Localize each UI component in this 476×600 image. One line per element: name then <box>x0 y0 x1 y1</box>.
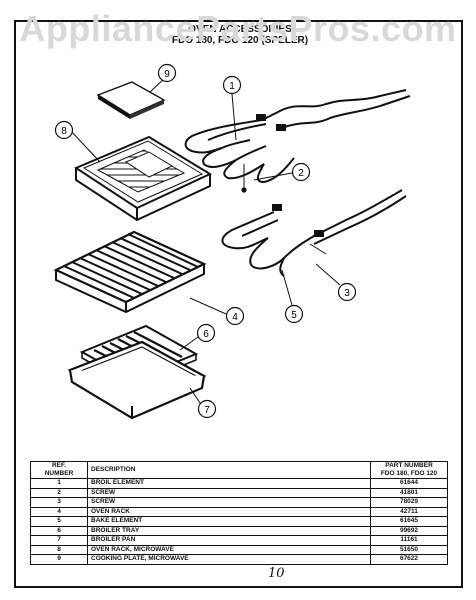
oven-rack <box>53 230 207 314</box>
title-line-1: OVEN ACCESSORIES <box>188 24 292 35</box>
svg-text:8: 8 <box>61 126 67 137</box>
page-number: 10 <box>268 566 285 581</box>
header-description: DESCRIPTION <box>87 461 371 479</box>
callout-9: 9 <box>157 63 177 83</box>
exploded-diagram: 1 2 3 4 5 6 7 8 9 <box>53 63 411 420</box>
header-part-number: PART NUMBER FDO 180, FDO 120 <box>370 461 448 479</box>
table-row: 2 SCREW 41801 <box>30 487 448 498</box>
callout-3: 3 <box>337 282 357 302</box>
table-row: 9 COOKING PLATE, MICROWAVE 67622 <box>30 554 448 565</box>
table-row: 1 BROIL ELEMENT 61644 <box>30 478 448 489</box>
cooking-plate-microwave <box>96 81 166 119</box>
table-row: 5 BAKE ELEMENT 61645 <box>30 516 448 527</box>
svg-text:7: 7 <box>204 405 210 416</box>
broil-element-bracket <box>276 124 286 131</box>
table-row: 7 BROILER PAN 11161 <box>30 535 448 546</box>
title-line-2: FDO 180, FDO 120 (SPELER) <box>171 35 309 46</box>
svg-text:5: 5 <box>291 310 297 321</box>
broil-element-bracket <box>256 114 266 121</box>
table-row: 4 OVEN RACK 42711 <box>30 506 448 517</box>
diagram-title: OVEN ACCESSORIES FDO 180, FDO 120 (SPELE… <box>130 24 350 46</box>
svg-text:4: 4 <box>232 312 238 323</box>
bake-element-bracket <box>272 204 282 211</box>
bake-element <box>221 189 407 277</box>
svg-text:3: 3 <box>344 288 350 299</box>
parts-table: REF. NUMBER DESCRIPTION PART NUMBER FDO … <box>30 461 448 565</box>
callout-6: 6 <box>196 323 216 343</box>
callout-5: 5 <box>284 304 304 324</box>
header-ref-number: REF. NUMBER <box>30 461 88 479</box>
callout-1: 1 <box>222 75 242 95</box>
callout-4: 4 <box>225 306 245 326</box>
svg-text:2: 2 <box>298 168 304 179</box>
screw <box>241 164 247 193</box>
screw <box>309 243 327 255</box>
table-row: 6 BROILER TRAY 99692 <box>30 525 448 536</box>
callout-8: 8 <box>54 120 74 140</box>
table-row: 3 SCREW 78029 <box>30 497 448 508</box>
table-row: 8 OVEN RACK, MICROWAVE 51650 <box>30 544 448 555</box>
svg-text:6: 6 <box>203 329 209 340</box>
watermark: AppliancePartsPros.com <box>19 8 457 49</box>
broiler-pan <box>67 340 207 420</box>
bake-element-bracket <box>314 230 324 237</box>
oven-rack-microwave <box>73 135 213 222</box>
callout-2: 2 <box>291 162 311 182</box>
svg-text:9: 9 <box>164 69 170 80</box>
table-header-row: REF. NUMBER DESCRIPTION PART NUMBER FDO … <box>30 461 448 479</box>
broil-element <box>184 89 411 184</box>
callout-7: 7 <box>197 399 217 419</box>
svg-text:1: 1 <box>229 81 235 92</box>
